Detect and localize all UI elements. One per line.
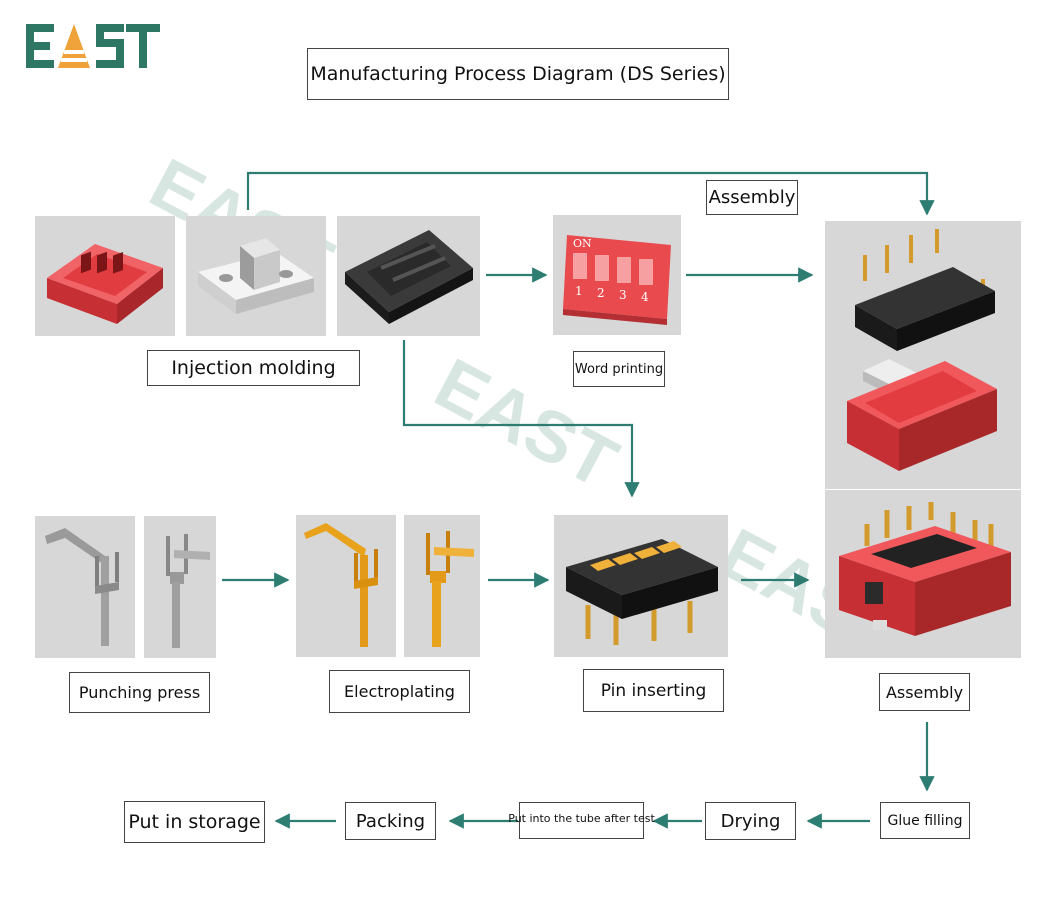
- label-electroplating: Electroplating: [329, 670, 470, 713]
- label-assembly-top: Assembly: [706, 180, 798, 215]
- label-put-in-storage: Put in storage: [124, 801, 265, 843]
- label-pin-inserting: Pin inserting: [583, 669, 724, 712]
- arrow-molding-to-assembly: [246, 171, 935, 216]
- label-punching-press: Punching press: [69, 672, 210, 713]
- switch-num-2: 2: [597, 286, 605, 300]
- assembled-red-switch-photo: [825, 490, 1021, 658]
- punched-terminal-photo-2: [144, 516, 216, 658]
- label-packing: Packing: [345, 802, 436, 840]
- label-drying: Drying: [705, 802, 796, 840]
- label-glue-filling: Glue filling: [880, 802, 970, 839]
- punched-terminal-photo-1: [35, 516, 135, 658]
- label-assembly-right: Assembly: [879, 673, 970, 711]
- switch-num-4: 4: [641, 290, 649, 304]
- label-injection-molding: Injection molding: [147, 350, 360, 386]
- switch-num-1: 1: [575, 284, 583, 298]
- label-put-into-tube: Put into the tube after test: [508, 802, 655, 839]
- pin-inserted-base-photo: [554, 515, 728, 657]
- assembly-exploded-photo: [825, 221, 1021, 489]
- white-slider-photo: [186, 216, 326, 336]
- east-logo: [26, 22, 162, 75]
- switch-on-mark: ON: [573, 237, 592, 250]
- plated-terminal-photo-1: [296, 515, 396, 657]
- plated-terminal-photo-2: [404, 515, 480, 657]
- arrow-molding-to-pin-inserting: [402, 340, 640, 498]
- diagram-title: Manufacturing Process Diagram (DS Series…: [307, 48, 729, 100]
- switch-num-3: 3: [619, 288, 627, 302]
- red-housing-photo: [35, 216, 175, 336]
- black-base-photo: [337, 216, 480, 336]
- printed-switch-photo: ON 1 2 3 4: [553, 215, 681, 335]
- label-word-printing: Word printing: [573, 351, 665, 387]
